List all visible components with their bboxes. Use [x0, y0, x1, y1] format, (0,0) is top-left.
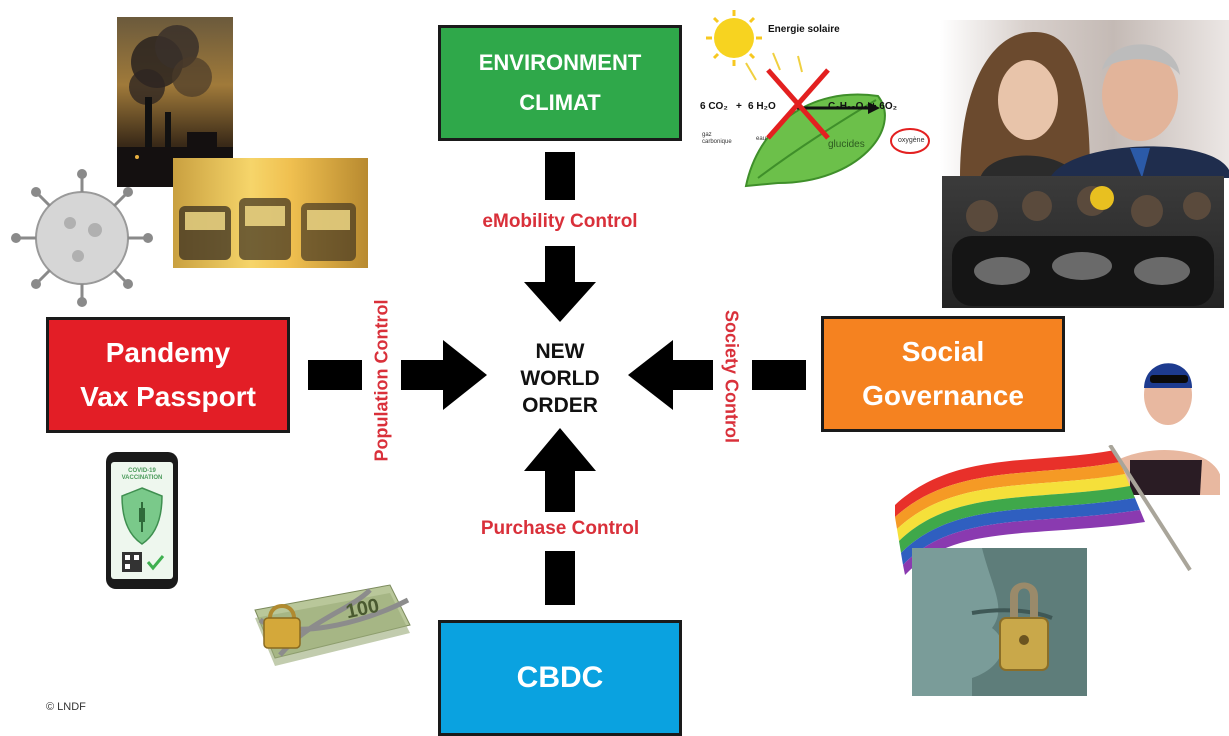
portraits-image	[940, 20, 1229, 178]
right-bar	[752, 360, 806, 390]
glucides-label: glucides	[828, 139, 865, 150]
bottom-bar	[545, 551, 575, 605]
locked-money-image: 100	[250, 580, 415, 670]
new-world-order-text: NEW WORLD ORDER	[500, 338, 620, 419]
photosynthesis-diagram: Energie solaire 6 CO₂ + 6 H₂O C₆H₁₂O₆ + …	[698, 8, 934, 188]
purchase-control-label: Purchase Control	[480, 518, 640, 539]
pandemy-vax-passport-box: Pandemy Vax Passport	[46, 317, 290, 433]
social-governance-box: Social Governance	[821, 316, 1065, 432]
down-arrow	[524, 246, 596, 322]
social-label: Social	[901, 336, 985, 367]
center-line-3: ORDER	[522, 394, 598, 417]
covid-cert-title: COVID-19 VACCINATION	[121, 468, 163, 481]
vax-passport-label: Vax Passport	[80, 381, 256, 412]
climat-label: CLIMAT	[519, 90, 601, 115]
up-arrow	[524, 428, 596, 512]
rainbow-flag-image	[895, 445, 1195, 575]
society-control-label: Society Control	[721, 309, 742, 443]
photosynthesis-drawing	[706, 10, 930, 188]
gas-carbonique-label: gaz carbonique	[702, 132, 732, 145]
migrants-boat-image	[942, 176, 1224, 308]
right-arrow	[401, 340, 487, 410]
vaccine-passport-phone-image: COVID-19 VACCINATION	[106, 452, 178, 589]
eau-label: eau	[756, 136, 767, 142]
h2o-label: 6 H₂O	[748, 101, 776, 112]
top-bar	[545, 152, 575, 200]
environment-label: ENVIRONMENT	[478, 50, 642, 75]
center-line-1: NEW	[535, 340, 585, 363]
co2-label: 6 CO₂	[700, 101, 728, 112]
oxygene-label: oxygène	[898, 137, 925, 144]
left-arrow	[628, 340, 713, 410]
cbdc-label: CBDC	[516, 661, 604, 694]
environment-climat-box: ENVIRONMENT CLIMAT	[438, 25, 682, 141]
electric-buses-image	[173, 158, 368, 268]
virus-icon	[10, 168, 155, 308]
glucose-oxygen-label: C₆H₁₂O₆ + 6O₂	[828, 101, 898, 112]
plus-label: +	[736, 101, 742, 112]
solar-energy-label: Energie solaire	[768, 24, 840, 35]
governance-label: Governance	[862, 380, 1024, 411]
silenced-statue-image	[912, 548, 1087, 696]
money-drawing	[254, 584, 411, 666]
center-line-2: WORLD	[520, 367, 600, 390]
left-bar	[308, 360, 362, 390]
cbdc-box: CBDC	[438, 620, 682, 736]
emobility-control-label: eMobility Control	[482, 211, 638, 232]
phone-shield-drawing	[121, 487, 165, 572]
population-control-label: Population Control	[371, 299, 392, 462]
copyright-label: © LNDF	[46, 701, 86, 713]
pandemy-label: Pandemy	[105, 337, 231, 368]
